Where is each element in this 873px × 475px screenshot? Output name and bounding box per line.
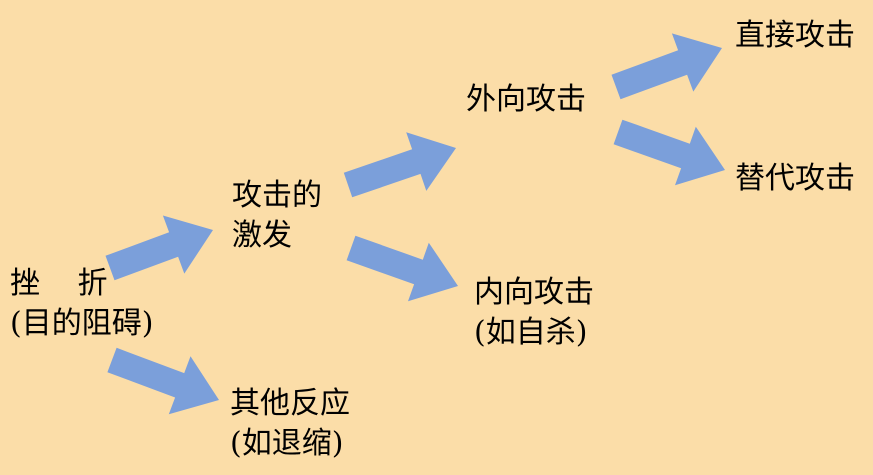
node-displaced-aggression: 替代攻击 [735, 159, 855, 199]
node-other-reactions-title: 其他反应 [230, 386, 350, 421]
node-frustration: 挫 折 (目的阻碍) [10, 264, 153, 344]
node-direct-aggression: 直接攻击 [735, 16, 855, 56]
arrow-frustration-to-instigation [105, 215, 213, 281]
node-outward-aggression: 外向攻击 [466, 80, 586, 120]
node-aggression-instigation-line1: 攻击的 [232, 178, 322, 213]
node-outward-aggression-title: 外向攻击 [466, 82, 586, 117]
node-aggression-instigation: 攻击的 激发 [232, 176, 322, 256]
node-other-reactions: 其他反应 (如退缩) [230, 384, 350, 464]
arrow-instigation-to-inward [346, 235, 458, 302]
node-direct-aggression-title: 直接攻击 [735, 18, 855, 53]
arrow-instigation-to-outward [343, 132, 456, 198]
node-inward-aggression-title: 内向攻击 [474, 275, 594, 310]
node-inward-aggression-note: (如自杀) [474, 315, 588, 350]
node-frustration-note: (目的阻碍) [10, 306, 154, 341]
arrow-frustration-to-other [107, 347, 219, 415]
node-displaced-aggression-title: 替代攻击 [735, 161, 855, 196]
node-inward-aggression: 内向攻击 (如自杀) [474, 273, 594, 353]
node-aggression-instigation-line2: 激发 [232, 218, 292, 253]
arrow-outward-to-displaced [613, 119, 725, 186]
arrow-outward-to-direct [611, 33, 722, 100]
node-other-reactions-note: (如退缩) [230, 426, 344, 461]
node-frustration-title: 挫 折 [10, 266, 122, 301]
